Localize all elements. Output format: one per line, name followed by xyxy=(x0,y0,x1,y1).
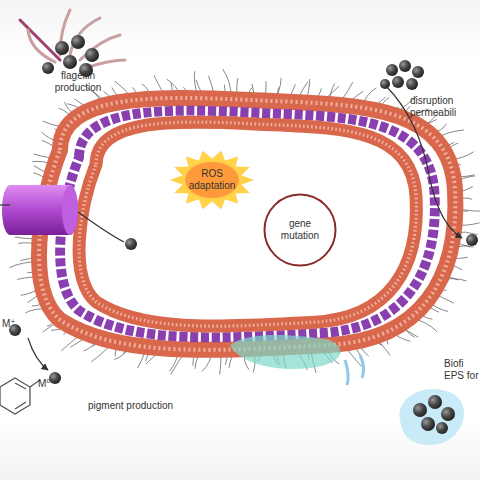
biofilm-label: Biofi EPS for xyxy=(444,358,480,382)
metal-particle xyxy=(399,60,411,72)
permeability-label: disruption permeabili xyxy=(410,95,478,119)
node-text: gene mutation xyxy=(263,193,337,267)
eps-matrix xyxy=(230,335,340,369)
metal-particle xyxy=(392,76,404,88)
metal-particle xyxy=(386,64,398,76)
flagellin-label: flagellin production xyxy=(48,70,108,94)
metal-particle xyxy=(441,407,455,421)
metal-particle xyxy=(406,78,418,90)
metal-particle xyxy=(380,79,390,89)
cell-envelope xyxy=(39,98,455,350)
metal-particle xyxy=(413,403,427,417)
membrane-texture xyxy=(79,122,416,326)
membrane-texture xyxy=(39,98,455,350)
outer-membrane xyxy=(39,98,455,350)
reduction-arrow xyxy=(28,338,48,370)
efflux-pump xyxy=(0,185,124,242)
metal-particles xyxy=(9,35,478,434)
metal-particle xyxy=(42,62,54,74)
node-text: ROS adaptation xyxy=(170,150,254,210)
pili xyxy=(9,69,480,375)
metal-ion-label: M⁺ xyxy=(2,318,22,330)
peptidoglycan-layer xyxy=(60,111,435,338)
metal-particle xyxy=(71,35,85,49)
pump-end xyxy=(62,185,78,235)
metal-particle xyxy=(63,55,77,69)
mutation-circle: gene mutation xyxy=(263,193,337,267)
double-bonds xyxy=(15,383,26,409)
metal-particle xyxy=(412,66,424,78)
pigment-label: pigment production xyxy=(88,400,198,412)
leader-line xyxy=(78,212,124,242)
flagellin-filament xyxy=(28,30,55,62)
metal-particle xyxy=(421,417,435,431)
metal-particle xyxy=(466,234,478,246)
metal-particle xyxy=(436,422,448,434)
metal-particle xyxy=(85,48,99,62)
eps-drops xyxy=(345,355,364,385)
metal-particle xyxy=(55,41,69,55)
pigment-molecule xyxy=(0,378,40,414)
burst-glow xyxy=(170,151,254,209)
metal-particle xyxy=(49,372,61,384)
benzene-ring xyxy=(0,378,30,414)
biofilm-matrix xyxy=(400,389,465,445)
flagellin-filaments xyxy=(20,10,125,68)
ros-burst: ROS adaptation xyxy=(170,150,254,210)
pump-body xyxy=(2,185,78,235)
leader-line xyxy=(0,204,10,205)
inner-membrane xyxy=(79,122,416,326)
metal-particle xyxy=(428,395,442,409)
metal-zero-label: M⁰ xyxy=(38,378,58,390)
metal-particle xyxy=(125,238,137,250)
